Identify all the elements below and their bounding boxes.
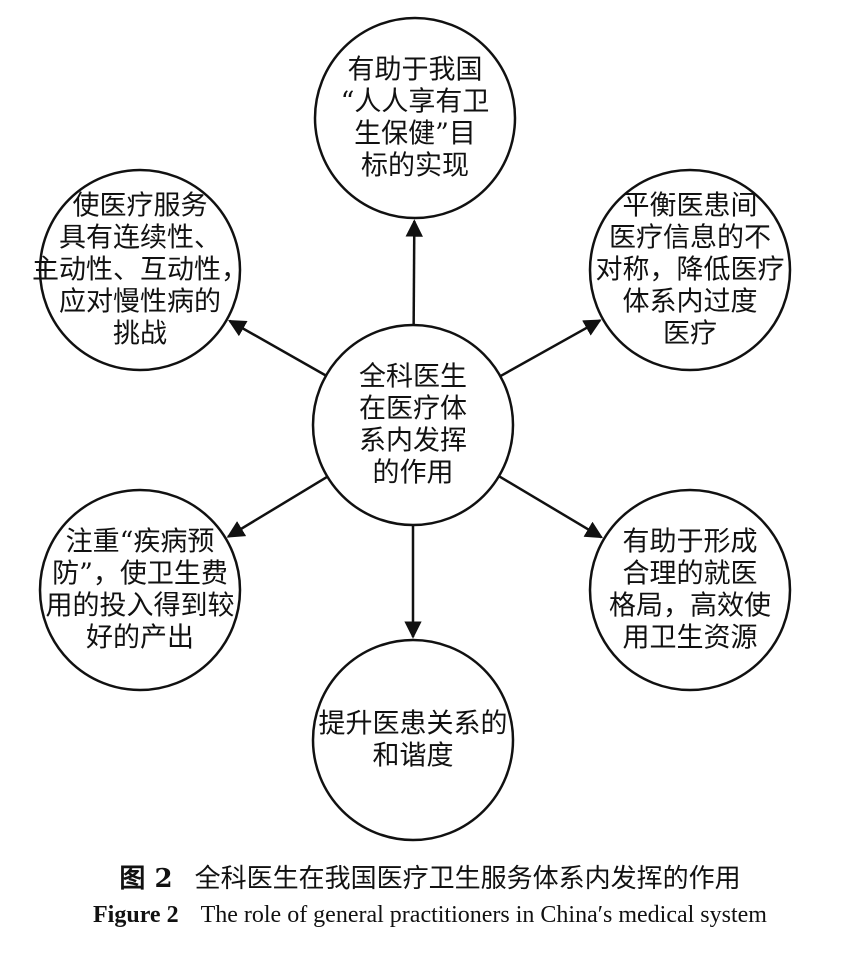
node-upper-left-text-line: 具有连续性、 (59, 223, 221, 254)
node-top-text-line: 有助于我国 (348, 55, 483, 86)
node-bottom-text-line: 提升医患关系的 (319, 709, 508, 740)
node-upper-left-text-line: 主动性、互动性， (32, 255, 248, 286)
node-upper-left-text-line: 使医疗服务 (73, 191, 208, 222)
node-upper-right-text-line: 对称，降低医疗 (596, 255, 785, 286)
node-lower-right-text-line: 合理的就医 (623, 559, 758, 590)
center-text-line: 系内发挥 (359, 426, 467, 457)
node-upper-right-text-line: 体系内过度 (623, 287, 758, 318)
node-lower-left-text-line: 注重“疾病预 (66, 527, 215, 558)
node-lower-right-text-line: 格局，高效使 (609, 591, 771, 622)
node-bottom-text-line: 和谐度 (373, 741, 454, 772)
arrows (226, 219, 604, 639)
node-upper-left-text-line: 应对慢性病的 (59, 287, 221, 318)
node-lower-left-text-line: 好的产出 (86, 623, 194, 654)
nodes: 全科医生在医疗体系内发挥的作用有助于我国“人人享有卫生保健”目标的实现平衡医患间… (32, 16, 792, 842)
node-lower-right-text-line: 有助于形成 (623, 527, 758, 558)
center-circle (311, 323, 515, 527)
node-upper-left-text-line: 挑战 (113, 319, 167, 350)
node-upper-right-text-line: 医疗信息的不 (609, 223, 771, 254)
node-top-text-line: 标的实现 (361, 151, 469, 182)
node-lower-left-text-line: 防”，使卫生费 (52, 559, 228, 590)
arrow-to-upper-right (499, 319, 602, 378)
node-upper-left-circle (38, 168, 242, 372)
figure-caption-en: Figure 2 The role of general practitioner… (0, 902, 860, 929)
node-lower-right-text-line: 用卫生资源 (623, 623, 758, 654)
node-upper-right-circle (588, 168, 792, 372)
node-lower-left-circle (38, 488, 242, 692)
figure-caption-cn: 图 2 全科医生在我国医疗卫生服务体系内发挥的作用 (0, 858, 860, 895)
node-upper-right-text-line: 平衡医患间 (623, 191, 758, 222)
node-top-text-line: “人人享有卫 (341, 87, 490, 118)
node-lower-right-circle (588, 488, 792, 692)
node-lower-left-text-line: 用的投入得到较 (46, 591, 235, 622)
arrow-to-top (405, 219, 423, 326)
center-text-line: 的作用 (373, 458, 454, 489)
arrow-to-lower-left (226, 475, 329, 538)
caption-en-label: Figure 2 (93, 902, 179, 928)
center-text-line: 全科医生 (359, 362, 467, 393)
node-bottom-circle (311, 638, 515, 842)
arrow-to-lower-right (498, 475, 604, 539)
caption-cn-text: 全科医生在我国医疗卫生服务体系内发挥的作用 (194, 864, 741, 894)
caption-cn-label: 图 2 (119, 864, 173, 894)
node-upper-right-text-line: 医疗 (663, 319, 717, 350)
node-top-circle (313, 16, 517, 220)
center-text-line: 在医疗体 (359, 394, 467, 425)
diagram-canvas: 全科医生在医疗体系内发挥的作用有助于我国“人人享有卫生保健”目标的实现平衡医患间… (32, 16, 792, 842)
caption-en-text: The role of general practitioners in Chi… (200, 902, 767, 928)
node-top-text-line: 生保健”目 (354, 119, 476, 150)
arrow-to-upper-left (228, 319, 327, 377)
